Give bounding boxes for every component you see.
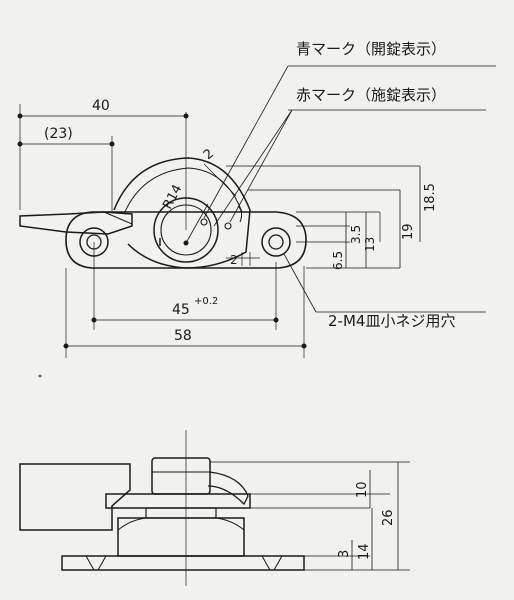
leader-red-b [213, 109, 293, 227]
lever-side [19, 463, 131, 531]
lever-edge [103, 211, 133, 225]
paper-speck [38, 374, 42, 378]
housing-shoulder [117, 517, 245, 531]
dim-label-40: 40 [92, 98, 110, 114]
base-plate-side [61, 555, 305, 571]
callout-red-mark: 赤マーク（施錠表示） [296, 86, 446, 104]
countersink-left [85, 555, 107, 571]
latch-tip [237, 205, 243, 223]
dim-label-45-tolerance: +0.2 [194, 296, 218, 307]
dim-dot [301, 343, 307, 349]
dim-dot [109, 141, 115, 147]
dim-label-6-5: 6.5 [331, 251, 345, 270]
dim-label-18-5: 18.5 [423, 183, 438, 212]
dim-dot [17, 141, 23, 147]
radius-leader [185, 203, 209, 244]
dim-label-19: 19 [401, 223, 416, 240]
dim-dot [17, 113, 23, 119]
dim-label-45: 45 [172, 302, 190, 318]
callout-screw-holes: 2-M4皿小ネジ用穴 [328, 312, 455, 330]
dim-dot [63, 343, 69, 349]
dim-label-2-small: 2 [230, 253, 238, 267]
callout-blue-mark: 青マーク（開錠表示） [296, 40, 446, 58]
blue-mark-dot [200, 218, 208, 226]
dim-label-3-5: 3.5 [349, 225, 363, 244]
cam-side [207, 471, 249, 506]
dim-label-side-10: 10 [355, 481, 370, 498]
dim-label-58: 58 [174, 328, 192, 344]
dim-label-side-26: 26 [381, 509, 396, 526]
top-view [17, 65, 496, 358]
side-view [19, 430, 410, 586]
dim-label-side-14: 14 [357, 543, 372, 560]
base-plate [65, 211, 307, 269]
countersink-right [261, 555, 283, 571]
red-mark-dot [224, 222, 232, 230]
dim-dot [91, 317, 97, 323]
dim-dot [183, 113, 189, 119]
dim-label-side-3: 3 [337, 550, 352, 558]
screw-hole-right-inner [268, 234, 284, 250]
lever-handle [19, 211, 133, 235]
dim-label-13: 13 [363, 237, 377, 252]
dim-dot [273, 317, 279, 323]
leader-red-a [229, 109, 293, 223]
dim-label-23: (23) [44, 126, 73, 142]
screw-hole-right [261, 227, 291, 257]
leader-holes [283, 253, 317, 313]
leader-blue [203, 65, 289, 219]
lock-body [113, 157, 251, 269]
leader-2-diag [203, 163, 237, 197]
